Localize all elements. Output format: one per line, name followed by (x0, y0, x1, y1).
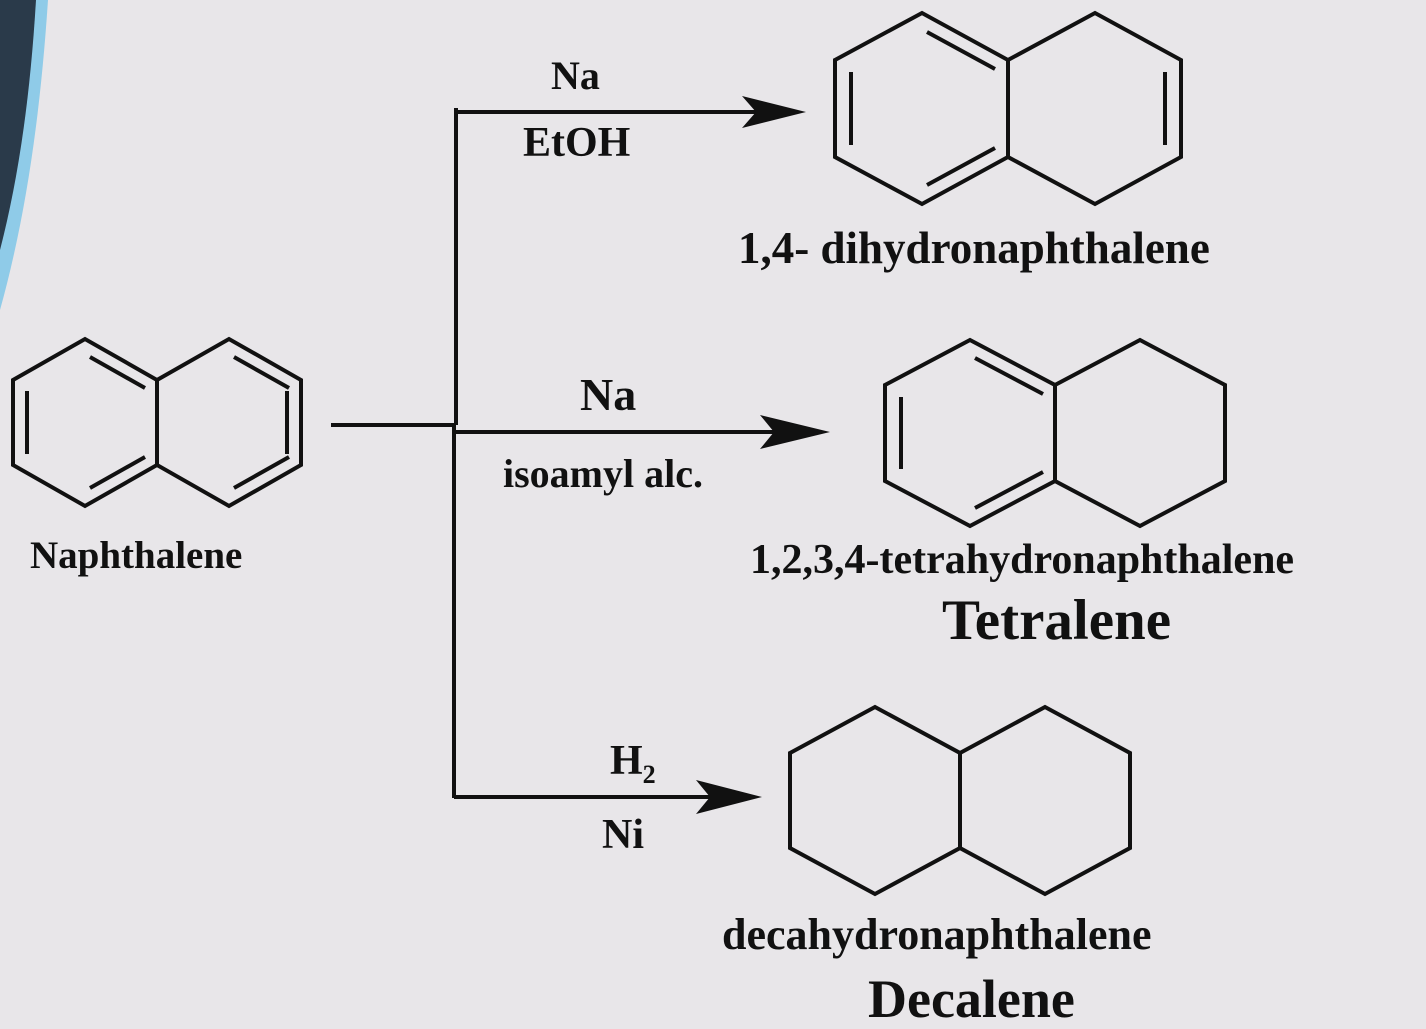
decalene-structure (788, 704, 1132, 897)
product-2-common-name: Tetralene (942, 589, 1172, 652)
reaction-3-reagent: H2 (610, 738, 656, 790)
product-3-name: decahydronaphthalene (722, 910, 1152, 959)
arrowhead-2 (760, 415, 830, 449)
tetralene-structure (883, 337, 1227, 529)
product-2-name: 1,2,3,4-tetrahydronaphthalene (750, 537, 1295, 583)
reaction-3-condition: Ni (602, 812, 644, 858)
dihydronaphthalene-structure (833, 10, 1183, 207)
reaction-1-condition: EtOH (523, 120, 631, 166)
reaction-2-condition: isoamyl alc. (503, 451, 703, 496)
arrowhead-1 (742, 96, 806, 128)
naphthalene-label: Naphthalene (30, 534, 243, 577)
naphthalene-structure (11, 336, 303, 509)
reaction-3-reagent-subscript: 2 (642, 760, 656, 790)
slide-edge-dark (0, 0, 36, 250)
arrowhead-3 (696, 780, 762, 814)
product-3-common-name: Decalene (868, 969, 1075, 1029)
branch-connector (331, 108, 458, 798)
reaction-1-reagent: Na (551, 53, 600, 98)
product-1-name: 1,4- dihydronaphthalene (738, 223, 1210, 273)
reaction-2-reagent: Na (580, 369, 637, 420)
